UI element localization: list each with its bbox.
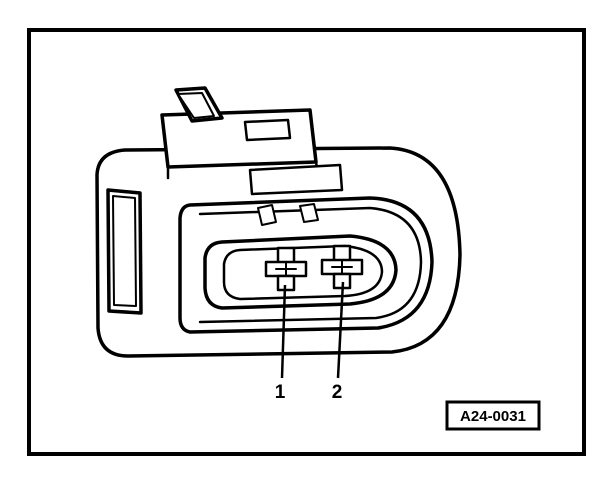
callout-label-1: 1 <box>275 382 286 403</box>
terminal-1 <box>264 246 308 292</box>
leader-line-1 <box>280 284 287 379</box>
figure-reference: A24-0031 <box>460 408 526 425</box>
top-latch <box>160 108 318 169</box>
leader-line-2 <box>336 281 345 379</box>
connector-drawing <box>95 86 462 358</box>
figure-reference-box <box>445 400 541 431</box>
callout-label-2: 2 <box>332 382 343 403</box>
